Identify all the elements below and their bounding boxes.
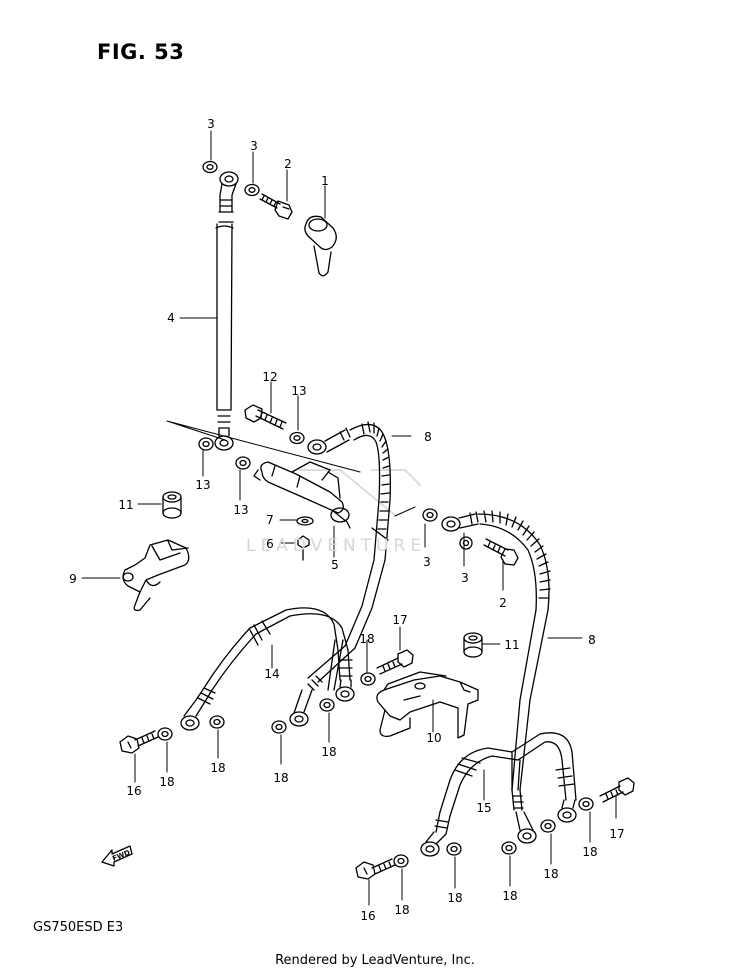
union-bolt-17-upper xyxy=(376,649,414,675)
fwd-arrow-icon xyxy=(101,845,133,867)
washer-18-upper xyxy=(360,672,376,686)
washer-13-top xyxy=(289,431,305,445)
washer-18-bottom-1 xyxy=(393,854,409,868)
callout-washer-13: 13 xyxy=(291,384,307,398)
callout-union-bolt-2: 2 xyxy=(284,157,292,171)
callout-clamp-9: 9 xyxy=(69,572,77,586)
callout-hose-8: 8 xyxy=(424,430,432,444)
hose-clamp-9 xyxy=(122,539,190,612)
washer-18-right-2 xyxy=(578,797,594,811)
grommet-11-left xyxy=(162,491,182,519)
union-bolt-17-lower xyxy=(599,777,635,803)
callout-washer-18: 18 xyxy=(359,632,375,646)
callout-joint-5: 5 xyxy=(331,558,339,572)
washer-top-2 xyxy=(244,183,260,197)
callout-washer-3: 3 xyxy=(423,555,431,569)
washer-13-left xyxy=(198,437,214,451)
callout-union-bolt-2: 2 xyxy=(499,596,507,610)
brake-hose-8-center-lower xyxy=(289,639,356,727)
washer-3-right-lower xyxy=(459,536,473,550)
callout-hose-4: 4 xyxy=(167,311,175,325)
hose-bracket-10 xyxy=(376,671,479,739)
callout-hose-15: 15 xyxy=(476,801,492,815)
callout-bracket-10: 10 xyxy=(426,731,442,745)
watermark-text: LEADVENTURE xyxy=(246,536,427,556)
washer-18-lower-left-2 xyxy=(209,715,225,729)
union-bolt-right xyxy=(483,538,519,566)
watermark-logo xyxy=(299,469,421,516)
figure-title: FIG. 53 xyxy=(97,40,185,64)
brake-hose-14 xyxy=(180,607,355,731)
brake-hose-8-right xyxy=(441,510,551,791)
model-code: GS750ESD E3 xyxy=(33,920,124,935)
callout-washer-7: 7 xyxy=(266,513,274,527)
callout-washer-13: 13 xyxy=(233,503,249,517)
callout-washer-18: 18 xyxy=(543,867,559,881)
callout-washer-18: 18 xyxy=(447,891,463,905)
washer-7 xyxy=(296,516,314,526)
callout-hose-14: 14 xyxy=(264,667,280,681)
fwd-label: FWD xyxy=(111,849,131,863)
leader-lines-lower xyxy=(134,712,617,906)
callout-bolt-16: 16 xyxy=(126,784,142,798)
callout-bolt-16: 16 xyxy=(360,909,376,923)
union-bolt-16-left xyxy=(119,730,159,754)
grommet-11-right xyxy=(463,632,483,658)
brake-hose-8-center xyxy=(307,421,391,649)
callout-washer-3: 3 xyxy=(461,571,469,585)
callout-hose-8: 8 xyxy=(588,633,596,647)
bleeder-cap xyxy=(304,215,337,277)
union-bolt-top xyxy=(259,193,293,220)
callout-bolt-6: 6 xyxy=(266,537,274,551)
washer-18-bottom-2 xyxy=(446,842,462,856)
callout-grommet-11: 11 xyxy=(504,638,520,652)
callout-washer-3: 3 xyxy=(250,139,258,153)
callout-washer-18: 18 xyxy=(159,775,175,789)
three-way-joint xyxy=(253,461,351,529)
washer-18-lower-left xyxy=(157,727,173,741)
callout-washer-13: 13 xyxy=(195,478,211,492)
washer-top-1 xyxy=(202,160,218,174)
callout-washer-18: 18 xyxy=(321,745,337,759)
callout-cap-1: 1 xyxy=(321,174,329,188)
callout-bolt-17: 17 xyxy=(392,613,408,627)
washer-18-right-1 xyxy=(540,819,556,833)
callout-bolt-12: 12 xyxy=(262,370,278,384)
callout-washer-18: 18 xyxy=(502,889,518,903)
washer-18-center xyxy=(319,698,335,712)
union-bolt-12 xyxy=(244,404,287,430)
washer-18-lower-mid xyxy=(271,720,287,734)
brake-hose-15 xyxy=(420,732,577,857)
callout-washer-18: 18 xyxy=(210,761,226,775)
washer-13-right xyxy=(235,456,251,470)
washer-3-right xyxy=(422,508,438,522)
upper-brake-hose xyxy=(214,171,239,451)
callout-washer-18: 18 xyxy=(394,903,410,917)
callout-washer-3: 3 xyxy=(207,117,215,131)
callout-washer-18: 18 xyxy=(273,771,289,785)
leader-lines-upper xyxy=(81,130,583,733)
callout-grommet-11: 11 xyxy=(118,498,134,512)
washer-18-right-3 xyxy=(501,841,517,855)
callout-washer-18: 18 xyxy=(582,845,598,859)
bolt-6 xyxy=(297,535,310,561)
callout-bolt-17: 17 xyxy=(609,827,625,841)
union-bolt-16-lower xyxy=(355,858,396,880)
render-credit: Rendered by LeadVenture, Inc. xyxy=(275,953,475,968)
